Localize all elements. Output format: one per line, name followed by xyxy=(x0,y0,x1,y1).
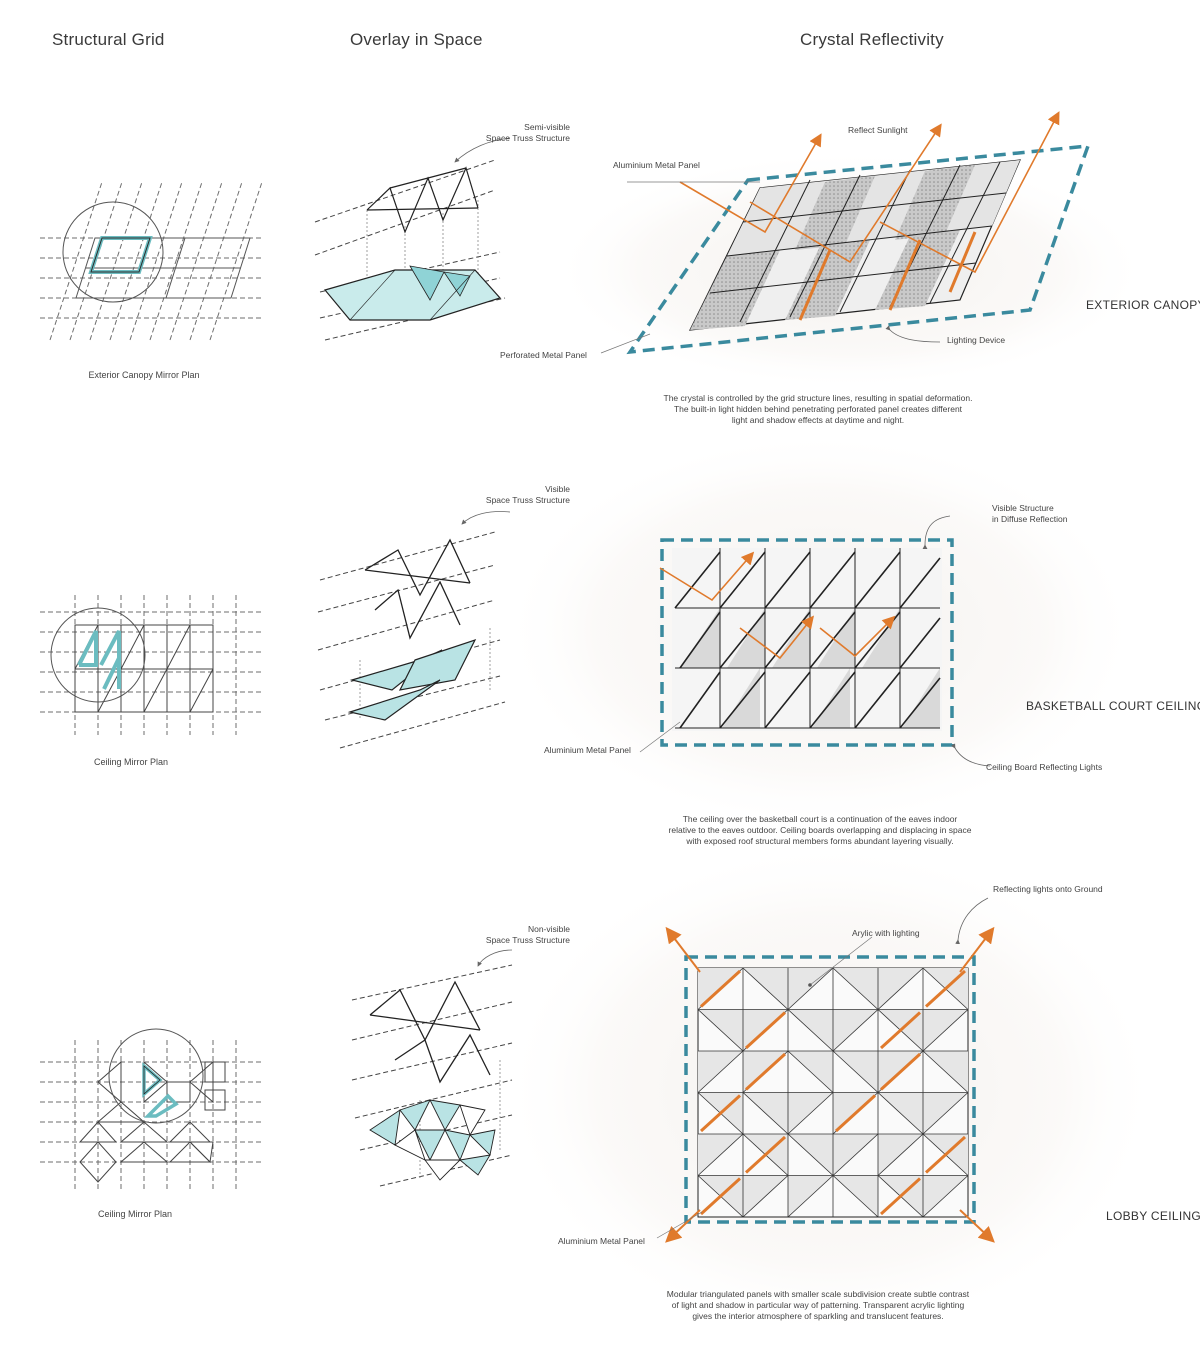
exterior-plan-circle xyxy=(62,201,164,303)
column-title-crystal: Crystal Reflectivity xyxy=(800,30,944,49)
court-crystal xyxy=(639,515,991,767)
exterior-plan-caption: Exterior Canopy Mirror Plan xyxy=(88,370,200,380)
reflecting-lights-callout: Reflecting lights onto Ground xyxy=(993,884,1103,894)
exterior-truss-note: Semi-visible Space Truss Structure xyxy=(485,122,570,143)
lobby-plan-circle xyxy=(108,1028,204,1124)
exterior-structural-grid xyxy=(40,181,263,341)
lobby-overlay xyxy=(351,949,513,1187)
lighting-device-callout: Lighting Device xyxy=(947,335,1006,345)
perforated-panel-callout: Perforated Metal Panel xyxy=(500,350,587,360)
visible-structure-callout: Visible Structure in Diffuse Reflection xyxy=(992,503,1068,524)
exterior-overlay xyxy=(314,137,511,341)
lobby-aluminium-callout: Aluminium Metal Panel xyxy=(558,1236,645,1246)
exterior-aluminium-callout: Aluminium Metal Panel xyxy=(613,160,700,170)
lobby-plan-highlight xyxy=(142,1062,179,1118)
court-structural-grid xyxy=(40,595,262,735)
column-title-overlay: Overlay in Space xyxy=(350,30,483,49)
lobby-plan-panels xyxy=(78,1060,226,1183)
lobby-section-label: LOBBY CEILING xyxy=(1106,1209,1200,1223)
court-plan-panels xyxy=(74,624,214,713)
exterior-canopy-crystal xyxy=(600,111,1091,355)
court-dashed-outline xyxy=(660,538,954,747)
lobby-arrows xyxy=(665,926,995,1243)
court-truss-note: Visible Space Truss Structure xyxy=(485,484,570,505)
lobby-dashed-outline xyxy=(684,955,976,1224)
lobby-crystal xyxy=(697,967,969,1218)
court-plan-highlight xyxy=(77,630,121,690)
court-plan-circle xyxy=(50,607,146,703)
court-description: The ceiling over the basketball court is… xyxy=(668,814,972,846)
ceiling-board-callout: Ceiling Board Reflecting Lights xyxy=(986,762,1103,772)
column-title-structural-grid: Structural Grid xyxy=(52,30,165,49)
court-aluminium-callout: Aluminium Metal Panel xyxy=(544,745,631,755)
lobby-plan-caption: Ceiling Mirror Plan xyxy=(97,1209,173,1219)
acrylic-callout: Arylic with lighting xyxy=(852,928,920,938)
exterior-description: The crystal is controlled by the grid st… xyxy=(663,393,973,425)
lobby-description: Modular triangulated panels with smaller… xyxy=(666,1289,970,1321)
reflect-sunlight-callout: Reflect Sunlight xyxy=(848,125,908,135)
court-overlay xyxy=(317,511,511,749)
court-plan-caption: Ceiling Mirror Plan xyxy=(93,757,169,767)
exterior-section-label: EXTERIOR CANOPY xyxy=(1086,298,1200,312)
lobby-truss-note: Non-visible Space Truss Structure xyxy=(485,924,570,945)
exterior-plan-panels xyxy=(75,237,251,299)
lobby-structural-grid xyxy=(40,1040,262,1190)
court-section-label: BASKETBALL COURT CEILING xyxy=(1026,699,1200,713)
exterior-canopy-dashed-outline xyxy=(626,143,1091,355)
